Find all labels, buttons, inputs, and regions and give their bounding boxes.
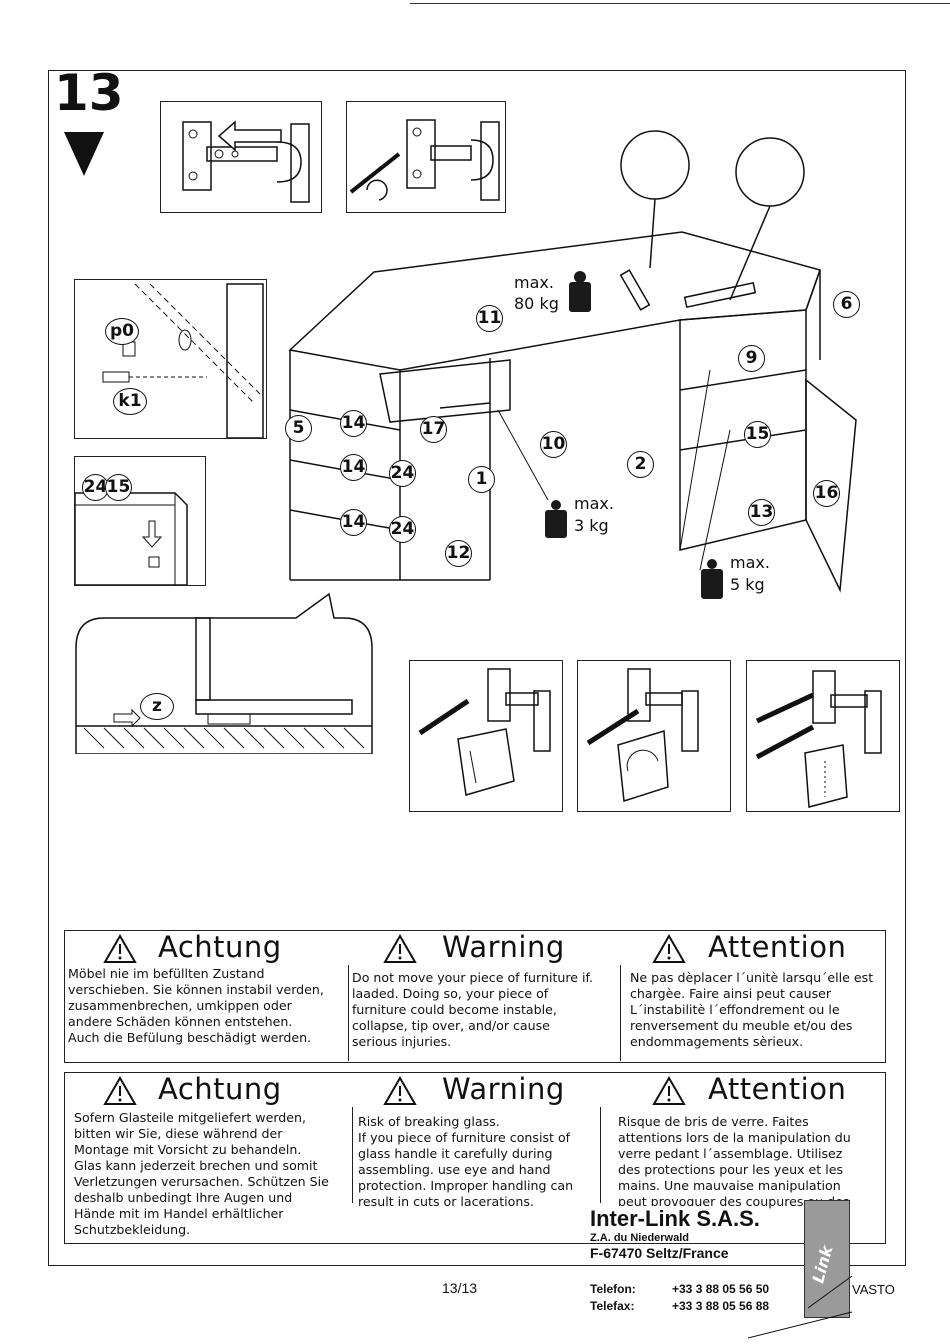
part-callout-2: 2 (627, 451, 654, 478)
part-callout-15: 15 (744, 421, 771, 448)
model-name: VASTO (852, 1282, 895, 1297)
part-callout-11: 11 (476, 305, 503, 332)
part-callout-6: 6 (833, 291, 860, 318)
part-callout-14-b: 14 (340, 454, 367, 481)
cam-fitting-illustration (102, 283, 264, 439)
warning-triangle-icon (383, 1076, 417, 1105)
warning-triangle-icon (103, 1076, 137, 1105)
column-divider (352, 1107, 353, 1203)
tel-number: +33 3 88 05 56 50 (672, 1282, 770, 1296)
hinge-screw-illustration (349, 119, 500, 201)
hinge-adjust-panel-1 (409, 660, 563, 812)
part-callout-24-b: 24 (389, 516, 416, 543)
load-drawer-label: max. (574, 494, 614, 513)
page-number: 13/13 (442, 1280, 478, 1296)
desk-illustration (288, 130, 857, 593)
load-top-value: 80 kg (514, 294, 559, 313)
fax-label: Telefax: (590, 1299, 635, 1313)
weight-icon-drawer (545, 500, 567, 538)
warning-block-2 (64, 1072, 886, 1244)
load-shelf-value: 5 kg (730, 575, 765, 594)
weight-icon-shelf (701, 559, 723, 599)
warning-de-title: Achtung (158, 930, 282, 964)
hinge-adjust-panel-3 (746, 660, 900, 812)
part-callout-p0: p0 (105, 318, 139, 345)
part-callout-16: 16 (813, 480, 840, 507)
warning-triangle-icon (652, 934, 686, 963)
warning-de-body: Sofern Glasteile mitgeliefert werden, bi… (74, 1110, 329, 1237)
hinge-detail-panel-2 (346, 101, 506, 213)
part-callout-13: 13 (748, 499, 775, 526)
warning-fr-body: Risque de bris de verre. Faites attentio… (618, 1114, 851, 1225)
glide-detail (74, 592, 374, 755)
company-name: Inter-Link S.A.S. (588, 1206, 762, 1232)
warning-en-body: Do not move your piece of furniture if. … (352, 970, 594, 1049)
part-callout-1: 1 (468, 466, 495, 493)
top-rule (410, 3, 950, 4)
page-frame (48, 70, 906, 1266)
part-callout-24-a: 24 (389, 460, 416, 487)
warning-en-title: Warning (442, 930, 565, 964)
part-callout-k1: k1 (113, 388, 147, 415)
part-callout-14-a: 14 (340, 410, 367, 437)
hinge-adjust-illustration-1 (418, 668, 551, 796)
warning-fr-title: Attention (708, 930, 847, 964)
stamp-lines (748, 1275, 853, 1339)
warning-triangle-icon (652, 1076, 686, 1105)
load-shelf-label: max. (730, 553, 770, 572)
part-callout-12: 12 (445, 540, 472, 567)
part-callout-24-15: 2415 (82, 474, 132, 501)
part-callout-17: 17 (420, 416, 447, 443)
warning-triangle-icon (383, 934, 417, 963)
company-address-2: F-67470 Seltz/France (590, 1245, 729, 1261)
warning-fr-body: Ne pas dèplacer l´unitè larsqu´elle est … (630, 970, 874, 1049)
hinge-adjust-illustration-3 (755, 670, 882, 808)
column-divider (348, 965, 349, 1061)
tel-label: Telefon: (590, 1282, 636, 1296)
fax-number: +33 3 88 05 56 88 (672, 1299, 770, 1313)
hinge-adjust-illustration-2 (586, 668, 699, 802)
company-logo: Link (804, 1200, 850, 1318)
part-callout-z: z (140, 693, 174, 720)
warning-triangle-icon (103, 934, 137, 963)
part-callout-10: 10 (540, 431, 567, 458)
warning-fr-title: Attention (708, 1072, 847, 1106)
glide-illustration (75, 592, 373, 755)
load-top-label: max. (514, 273, 554, 292)
part-callout-14-c: 14 (340, 509, 367, 536)
step-number: 13 (54, 64, 124, 122)
hinge-adjust-panel-2 (577, 660, 731, 812)
load-drawer-value: 3 kg (574, 516, 609, 535)
warning-de-title: Achtung (158, 1072, 282, 1106)
column-divider (600, 1107, 601, 1203)
hinge-detail-panel-1 (160, 101, 322, 213)
hinge-slide-illustration (182, 120, 310, 203)
weight-icon-top (569, 271, 591, 312)
shelf-pin-illustration (74, 492, 188, 586)
warning-block-1 (64, 930, 886, 1063)
step-arrow-icon (64, 132, 104, 176)
warning-en-body: Risk of breaking glass. If you piece of … (358, 1114, 574, 1209)
column-divider (620, 965, 621, 1061)
part-callout-9: 9 (738, 345, 765, 372)
cam-fitting-detail (74, 279, 267, 439)
warning-de-body: Möbel nie im befüllten Zustand verschieb… (68, 966, 324, 1045)
company-address-1: Z.A. du Niederwald (590, 1232, 690, 1244)
warning-en-title: Warning (442, 1072, 565, 1106)
part-callout-5: 5 (285, 415, 312, 442)
